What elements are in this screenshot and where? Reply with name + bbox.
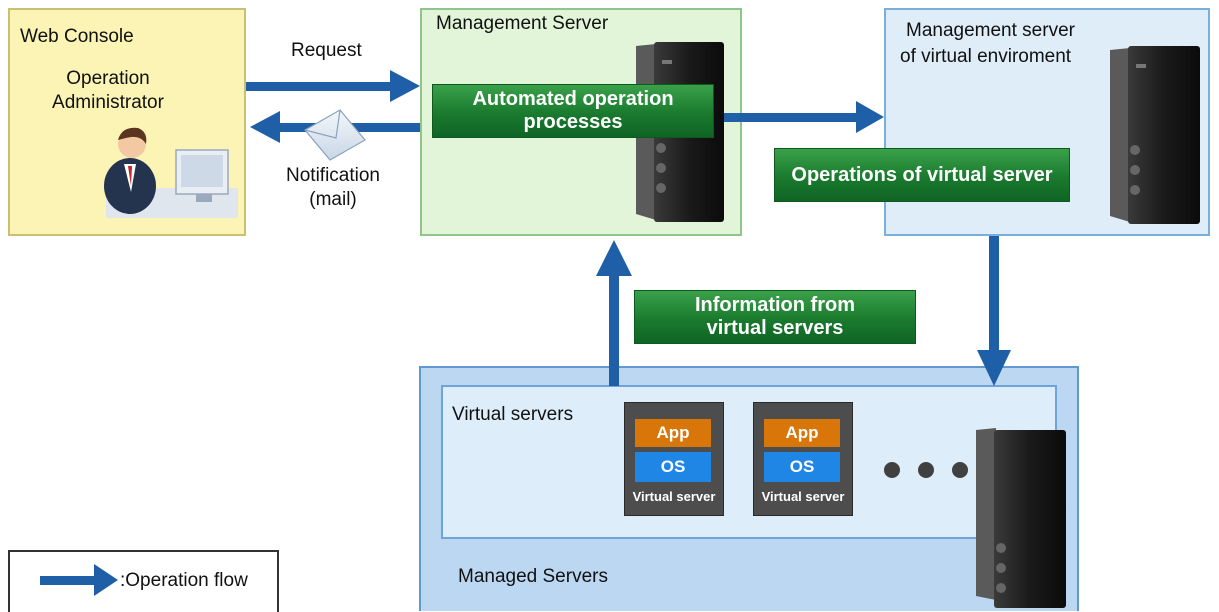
to-virtual-env-arrow <box>712 101 884 133</box>
request-arrow <box>246 70 420 102</box>
virtual-env-title-line1: Management server <box>906 20 1075 41</box>
managed-server-tower-icon <box>976 428 1066 608</box>
notification-label-line2: (mail) <box>309 189 357 210</box>
admin-role-line1: Operation <box>66 68 150 89</box>
automated-processes-line2: processes <box>523 111 623 133</box>
virtual-env-title-line2: of virtual enviroment <box>900 46 1072 67</box>
os-layer: OS <box>764 452 840 482</box>
app-layer: App <box>764 419 840 447</box>
administrator-person-icon <box>104 127 238 218</box>
admin-role-line2: Administrator <box>52 92 164 113</box>
virtual-servers-title: Virtual servers <box>452 404 574 425</box>
up-arrow <box>596 240 632 386</box>
app-layer: App <box>635 419 711 447</box>
ellipsis-dot-3 <box>952 462 968 478</box>
automated-processes-badge: Automated operation processes <box>432 84 714 138</box>
information-line1: Information from <box>695 294 855 316</box>
automated-processes-line1: Automated operation <box>472 88 674 110</box>
ellipsis-dot-1 <box>884 462 900 478</box>
notification-label-line1: Notification <box>286 165 380 186</box>
operations-badge: Operations of virtual server <box>774 148 1070 202</box>
information-line2: virtual servers <box>706 317 844 339</box>
down-arrow <box>977 236 1011 386</box>
envelope-icon <box>304 109 366 161</box>
virtual-env-server-tower-icon <box>1110 46 1200 224</box>
virtual-servers-area <box>441 385 1057 539</box>
virtual-server-card-2: App OS Virtual server <box>753 402 853 516</box>
request-label: Request <box>291 40 362 61</box>
managed-servers-title: Managed Servers <box>458 566 608 587</box>
legend-label: :Operation flow <box>120 570 248 591</box>
os-layer: OS <box>635 452 711 482</box>
virtual-server-label: Virtual server <box>761 489 845 504</box>
virtual-server-label: Virtual server <box>632 489 716 504</box>
legend-arrow <box>40 564 118 596</box>
information-badge: Information from virtual servers <box>634 290 916 344</box>
ellipsis-dot-2 <box>918 462 934 478</box>
virtual-server-card-1: App OS Virtual server <box>624 402 724 516</box>
web-console-title: Web Console <box>20 26 134 47</box>
management-server-title: Management Server <box>436 13 609 34</box>
